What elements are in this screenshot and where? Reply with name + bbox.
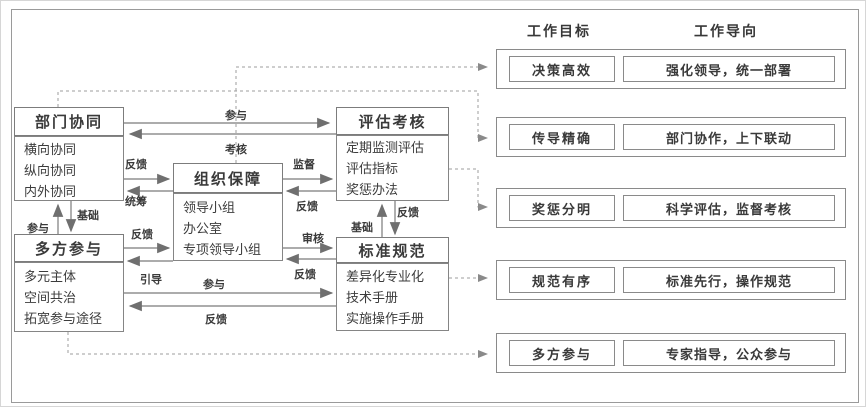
- label-org-to-standard: 审核: [302, 232, 324, 245]
- dept-item-2: 纵向协同: [24, 164, 77, 179]
- goal-standardized-orderly: 规范有序: [509, 267, 615, 293]
- org-guarantee-box: 组织保障: [173, 163, 283, 193]
- multi-participation-items: 多元主体 空间共治 拓宽参与途径: [14, 262, 124, 332]
- goal-row-3: 奖惩分明 科学评估，监督考核: [496, 188, 846, 228]
- orientation-row-2: 部门协作，上下联动: [623, 124, 835, 150]
- goal-reward-punishment-clear: 奖惩分明: [509, 195, 615, 221]
- goal-row-1: 决策高效 强化领导，统一部署: [496, 49, 846, 89]
- label-standard-to-multi: 反馈: [205, 313, 227, 326]
- goal-transmission-precise: 传导精确: [509, 124, 615, 150]
- goal-decision-efficient: 决策高效: [509, 56, 615, 82]
- org-item-3: 专项领导小组: [183, 243, 262, 258]
- goal-row-2: 传导精确 部门协作，上下联动: [496, 117, 846, 157]
- dept-item-3: 内外协同: [24, 185, 77, 200]
- header-work-goals: 工作目标: [527, 24, 591, 40]
- orientation-row-3: 科学评估，监督考核: [623, 195, 835, 221]
- label-dept-to-org: 反馈: [125, 158, 147, 171]
- label-org-to-multi: 引导: [140, 273, 162, 286]
- standard-item-2: 技术手册: [346, 291, 399, 306]
- label-standard-to-eval: 基础: [351, 221, 373, 234]
- org-item-2: 办公室: [183, 222, 223, 237]
- evaluation-items: 定期监测评估 评估指标 奖惩办法: [336, 135, 449, 201]
- dept-coordination-items: 横向协同 纵向协同 内外协同: [14, 136, 124, 201]
- label-dept-to-multi: 基础: [77, 209, 99, 222]
- label-org-to-eval: 监督: [293, 158, 315, 171]
- standard-item-1: 差异化专业化: [346, 270, 425, 285]
- goal-row-4: 规范有序 标准先行，操作规范: [496, 260, 846, 300]
- label-dept-to-eval: 参与: [225, 109, 247, 122]
- label-eval-to-org: 反馈: [296, 200, 318, 213]
- goal-row-5: 多方参与 专家指导，公众参与: [496, 333, 846, 373]
- org-guarantee-items: 领导小组 办公室 专项领导小组: [173, 193, 283, 261]
- eval-item-3: 奖惩办法: [346, 183, 399, 198]
- multi-item-3: 拓宽参与途径: [24, 312, 103, 327]
- label-org-to-dept: 统筹: [125, 195, 147, 208]
- orientation-row-1: 强化领导，统一部署: [623, 56, 835, 82]
- label-eval-to-dept: 考核: [225, 143, 247, 156]
- orientation-row-5: 专家指导，公众参与: [623, 340, 835, 366]
- eval-item-2: 评估指标: [346, 162, 399, 177]
- label-standard-to-org: 反馈: [294, 268, 316, 281]
- multi-item-1: 多元主体: [24, 270, 77, 285]
- orientation-row-4: 标准先行，操作规范: [623, 267, 835, 293]
- standard-item-3: 实施操作手册: [346, 312, 425, 327]
- multi-participation-box: 多方参与: [14, 234, 124, 262]
- standards-items: 差异化专业化 技术手册 实施操作手册: [336, 263, 449, 331]
- evaluation-box: 评估考核: [336, 107, 449, 135]
- dept-coordination-box: 部门协同: [14, 107, 124, 136]
- dept-item-1: 横向协同: [24, 143, 77, 158]
- label-eval-to-standard: 反馈: [397, 206, 419, 219]
- label-multi-to-dept: 参与: [27, 222, 49, 235]
- standards-box: 标准规范: [336, 237, 449, 263]
- eval-item-1: 定期监测评估: [346, 141, 425, 156]
- org-item-1: 领导小组: [183, 201, 236, 216]
- multi-item-2: 空间共治: [24, 291, 77, 306]
- label-multi-to-org: 反馈: [131, 228, 153, 241]
- header-work-orientation: 工作导向: [694, 24, 758, 40]
- label-multi-to-standard: 参与: [203, 278, 225, 291]
- goal-multi-participation: 多方参与: [509, 340, 615, 366]
